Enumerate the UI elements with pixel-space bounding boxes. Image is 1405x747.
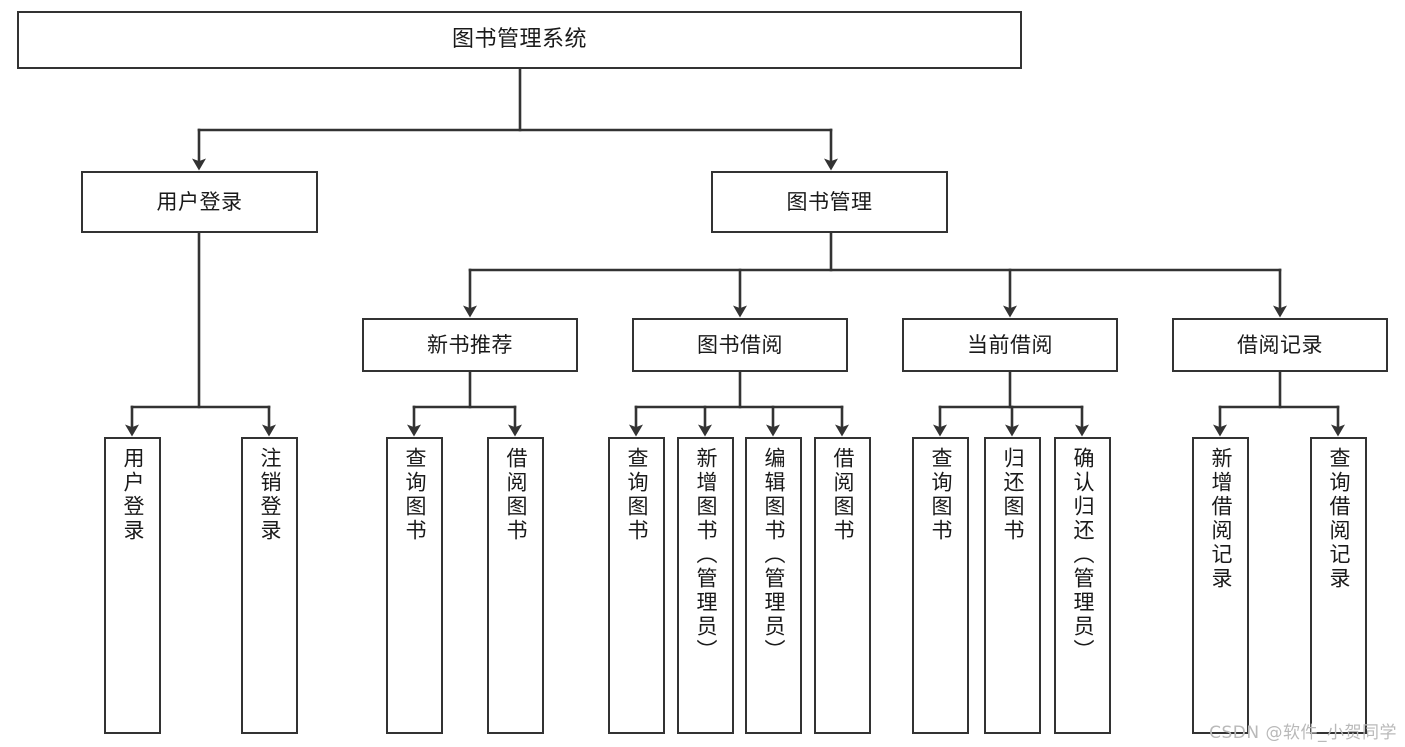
node-new-book-recommend-label: 新书推荐 xyxy=(427,332,513,357)
leaf-borrow-book-2[interactable]: 借阅图书 xyxy=(814,437,871,734)
leaf-edit-book[interactable]: 编辑图书（管理员） xyxy=(745,437,802,734)
node-current-borrow[interactable]: 当前借阅 xyxy=(902,318,1118,372)
node-user-login-label: 用户登录 xyxy=(156,189,243,214)
leaf-add-book-label: 新增图书（管理员） xyxy=(694,447,718,663)
watermark: CSDN @软件_小贺同学 xyxy=(1209,723,1397,743)
leaf-borrow-book-2-label: 借阅图书 xyxy=(831,447,855,543)
leaf-query-book-1-label: 查询图书 xyxy=(403,447,427,543)
node-root[interactable]: 图书管理系统 xyxy=(17,11,1022,69)
leaf-return-book-label: 归还图书 xyxy=(1001,447,1025,543)
leaf-query-book-2-label: 查询图书 xyxy=(625,447,649,543)
leaf-borrow-book-1-label: 借阅图书 xyxy=(504,447,528,543)
leaf-add-record[interactable]: 新增借阅记录 xyxy=(1192,437,1249,734)
leaf-query-record-label: 查询借阅记录 xyxy=(1327,447,1351,591)
leaf-query-record[interactable]: 查询借阅记录 xyxy=(1310,437,1367,734)
leaf-borrow-book-1[interactable]: 借阅图书 xyxy=(487,437,544,734)
node-root-label: 图书管理系统 xyxy=(451,27,587,53)
leaf-user-logout[interactable]: 注销登录 xyxy=(241,437,298,734)
leaf-confirm-return[interactable]: 确认归还（管理员） xyxy=(1054,437,1111,734)
leaf-query-book-3[interactable]: 查询图书 xyxy=(912,437,969,734)
leaf-query-book-2[interactable]: 查询图书 xyxy=(608,437,665,734)
leaf-user-logout-label: 注销登录 xyxy=(258,447,282,543)
leaf-query-book-3-label: 查询图书 xyxy=(929,447,953,543)
node-new-book-recommend[interactable]: 新书推荐 xyxy=(362,318,578,372)
leaf-query-book-1[interactable]: 查询图书 xyxy=(386,437,443,734)
leaf-user-login[interactable]: 用户登录 xyxy=(104,437,161,734)
node-book-manage[interactable]: 图书管理 xyxy=(711,171,948,233)
node-book-manage-label: 图书管理 xyxy=(786,189,873,214)
node-book-borrow[interactable]: 图书借阅 xyxy=(632,318,848,372)
leaf-edit-book-label: 编辑图书（管理员） xyxy=(762,447,786,663)
leaf-add-book[interactable]: 新增图书（管理员） xyxy=(677,437,734,734)
node-user-login[interactable]: 用户登录 xyxy=(81,171,318,233)
node-current-borrow-label: 当前借阅 xyxy=(967,332,1053,357)
node-borrow-record-label: 借阅记录 xyxy=(1237,332,1323,357)
leaf-user-login-label: 用户登录 xyxy=(121,447,145,543)
leaf-return-book[interactable]: 归还图书 xyxy=(984,437,1041,734)
leaf-confirm-return-label: 确认归还（管理员） xyxy=(1071,447,1095,663)
node-borrow-record[interactable]: 借阅记录 xyxy=(1172,318,1388,372)
node-book-borrow-label: 图书借阅 xyxy=(697,332,783,357)
leaf-add-record-label: 新增借阅记录 xyxy=(1209,447,1233,591)
